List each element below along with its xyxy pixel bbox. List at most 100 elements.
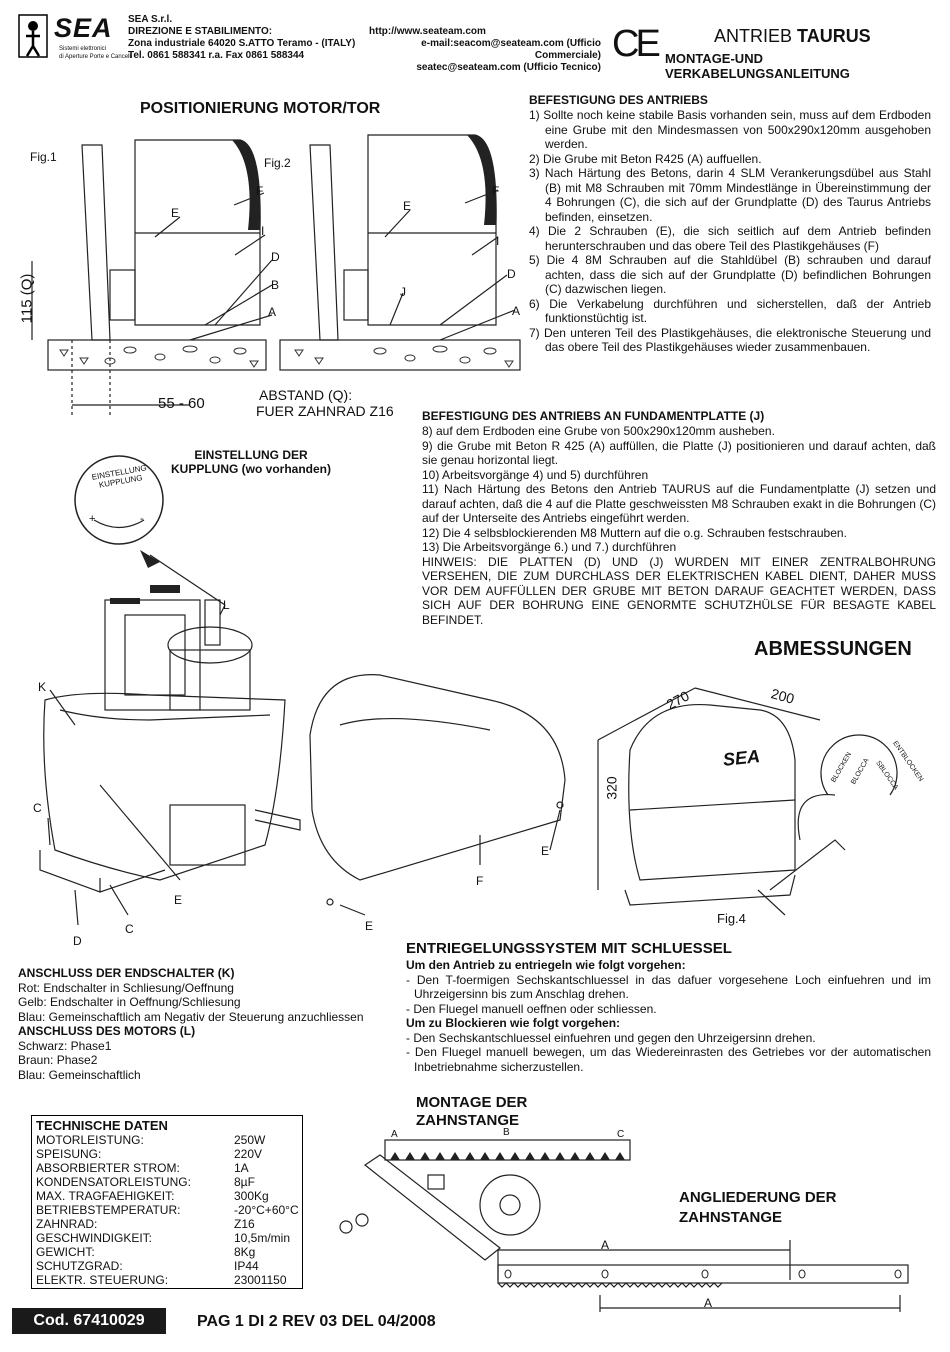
foundation-title: BEFESTIGUNG DES ANTRIEBS AN FUNDAMENTPLA…: [422, 409, 765, 423]
foundation-step: 8) auf dem Erdboden eine Grube von 500x2…: [422, 424, 775, 438]
tech-data-row: MOTORLEISTUNG:250W: [34, 1133, 299, 1147]
exploded-label-e2: E: [541, 844, 550, 858]
title-name: TAURUS: [797, 26, 871, 46]
tech-data-key: ABSORBIERTER STROM:: [36, 1161, 180, 1175]
product-title: ANTRIEB TAURUS: [714, 26, 871, 47]
fig1-label-e: E: [171, 206, 180, 220]
clutch-plus: +: [89, 513, 96, 525]
tech-data-value: 220V: [234, 1147, 263, 1161]
mounting-step: 6) Die Verkabelung durchführen und siche…: [529, 296, 931, 326]
fig2-label-e: E: [403, 199, 412, 213]
tech-data-row: GESCHWINDIGKEIT:10,5m/min: [34, 1231, 299, 1245]
tech-data-key: GEWICHT:: [36, 1245, 95, 1259]
tech-data-key: KONDENSATORLEISTUNG:: [36, 1175, 191, 1189]
foundation-step: 13) Die Arbeitsvorgänge 6.) und 7.) durc…: [422, 540, 677, 554]
exploded-label-c2: C: [125, 922, 134, 936]
unlock-sub1: Um den Antrieb zu entriegeln wie folgt v…: [406, 958, 686, 972]
tech-data-row: SCHUTZGRAD: IP44: [34, 1259, 299, 1273]
fig2-label-i: I: [496, 234, 500, 248]
clutch-dial-icon: [74, 455, 164, 545]
website-link[interactable]: http://www.seateam.com: [369, 26, 486, 37]
tech-data-key: BETRIEBSTEMPERATUR:: [36, 1203, 181, 1217]
email-commercial[interactable]: e-mail:seacom@seateam.com (Ufficio Comme…: [421, 38, 601, 61]
rack-join-title-2: ZAHNSTANGE: [679, 1209, 783, 1226]
lock-step: - Den Fluegel manuell bewegen, um das Wi…: [406, 1045, 931, 1074]
rack-join-label-a1: A: [601, 1238, 610, 1252]
company-tel: Tel. 0861 588341 r.a. Fax 0861 588344: [128, 50, 305, 61]
tech-data-row: GEWICHT: 8Kg: [34, 1245, 299, 1259]
fig2-label: Fig.2: [264, 156, 291, 170]
tech-data-row: BETRIEBSTEMPERATUR: -20°C+60°C: [34, 1203, 299, 1217]
fig1-label-d: D: [271, 250, 280, 264]
mounting-steps: 1) Sollte noch keine stabile Basis vorha…: [529, 108, 931, 355]
rack-label-b: B: [503, 1127, 510, 1138]
limit-switch-title: ANSCHLUSS DER ENDSCHALTER (K): [18, 966, 235, 980]
tech-data-key: SCHUTZGRAD:: [36, 1259, 123, 1273]
clutch-title-line1: EINSTELLUNG DER: [194, 448, 308, 462]
company-zone: Zona industriale 64020 S.ATTO Teramo - (…: [128, 38, 356, 49]
rack-join-title-1: ANGLIEDERUNG DER: [679, 1189, 837, 1206]
product-code: Cod. 67410029: [12, 1308, 166, 1334]
exploded-label-c1: C: [33, 801, 42, 815]
exploded-label-f: F: [476, 874, 484, 888]
tech-data-value: Z16: [234, 1217, 255, 1231]
logo-sub2: di Aperture Porte e Cancelli: [59, 54, 133, 60]
rack-mount-title-2: ZAHNSTANGE: [416, 1112, 520, 1129]
rack-teeth-top: [390, 1152, 625, 1160]
tech-data-key: MOTORLEISTUNG:: [36, 1133, 144, 1147]
mounting-step: 5) Die 4 8M Schrauben auf die Stahldübel…: [529, 253, 931, 296]
exploded-label-k: K: [38, 680, 47, 694]
dimensions-title: ABMESSUNGEN: [754, 638, 912, 660]
tech-data-key: SPEISUNG:: [36, 1147, 102, 1161]
tech-data-row: SPEISUNG: 220V: [34, 1147, 299, 1161]
width-dimension: 55 - 60: [158, 395, 205, 412]
tech-data-value: IP44: [234, 1259, 259, 1273]
product-subtitle: MONTAGE-UND VERKABELUNGSANLEITUNG: [665, 51, 850, 81]
rack-join-label-a2: A: [704, 1296, 713, 1310]
company-block: SEA S.r.l. DIREZIONE E STABILIMENTO: Zon…: [128, 14, 355, 62]
exploded-label-l: L: [223, 598, 230, 612]
fig1-label-i: I: [261, 224, 265, 238]
foundation-step: 11) Nach Härtung des Betons den Antrieb …: [422, 482, 936, 525]
exploded-label-e1: E: [174, 893, 183, 907]
tech-data-row: MAX. TRAGFAEHIGKEIT:300Kg: [34, 1189, 299, 1203]
tech-data-row: ELEKTR. STEUERUNG:23001150: [34, 1273, 299, 1287]
distance-label-1: ABSTAND (Q):: [259, 387, 353, 403]
dimensions-drawing: [597, 687, 898, 916]
motor-conn-line: Blau: Gemeinschaftlich: [18, 1067, 141, 1082]
tech-data-row: ABSORBIERTER STROM: 1A: [34, 1161, 299, 1175]
mounting-step: 1) Sollte noch keine stabile Basis vorha…: [529, 108, 931, 151]
tech-data-row: KONDENSATORLEISTUNG:8µF: [34, 1175, 299, 1189]
tech-data-value: 8Kg: [234, 1245, 256, 1259]
distance-label-2: FUER ZAHNRAD Z16: [256, 403, 394, 419]
page-info: PAG 1 DI 2 REV 03 DEL 04/2008: [197, 1313, 436, 1330]
unlock-sub2: Um zu Blockieren wie folgt vorgehen:: [406, 1016, 621, 1030]
limit-switch-line: Blau: Gemeinschaftlich am Negativ der St…: [18, 1009, 364, 1024]
fig2-label-a: A: [512, 304, 521, 318]
rack-mount-title: MONTAGE DER ZAHNSTANGE: [416, 1094, 527, 1130]
unlock-text: Um den Antrieb zu entriegeln wie folgt v…: [406, 958, 931, 1074]
tech-data-value: 1A: [234, 1161, 249, 1175]
contact-block: http://www.seateam.com e-mail:seacom@sea…: [369, 26, 601, 74]
height-dimension: 115 (Q): [18, 273, 36, 324]
fig1-label: Fig.1: [30, 150, 57, 164]
company-name: SEA S.r.l.: [128, 14, 173, 25]
motor-conn-line: Schwarz: Phase1: [18, 1038, 112, 1053]
logo-sub1: Sistemi elettronici: [59, 46, 107, 52]
email-technical[interactable]: seatec@seateam.com (Ufficio Tecnico): [416, 62, 601, 73]
logo-figure-icon: [18, 14, 48, 58]
mounting-step: 2) Die Grube mit Beton R425 (A) auffuell…: [529, 151, 762, 166]
foundation-steps: 8) auf dem Erdboden eine Grube von 500x2…: [422, 424, 936, 627]
clutch-title-line2: KUPPLUNG (wo vorhanden): [170, 462, 331, 476]
tech-data-value: -20°C+60°C: [234, 1203, 299, 1217]
fig2-label-d: D: [507, 267, 516, 281]
tech-data-value: 10,5m/min: [234, 1231, 291, 1245]
unlock-step: - Den T-foermigen Sechskantschluessel in…: [406, 972, 931, 1002]
mounting-step: 4) Die 2 Schrauben (E), die sich seitlic…: [529, 224, 931, 253]
fig2-label-j: J: [400, 285, 406, 299]
dim-height: 320: [603, 776, 620, 800]
fig1-label-b: B: [271, 278, 280, 292]
fig1-label-f: F: [256, 184, 264, 198]
